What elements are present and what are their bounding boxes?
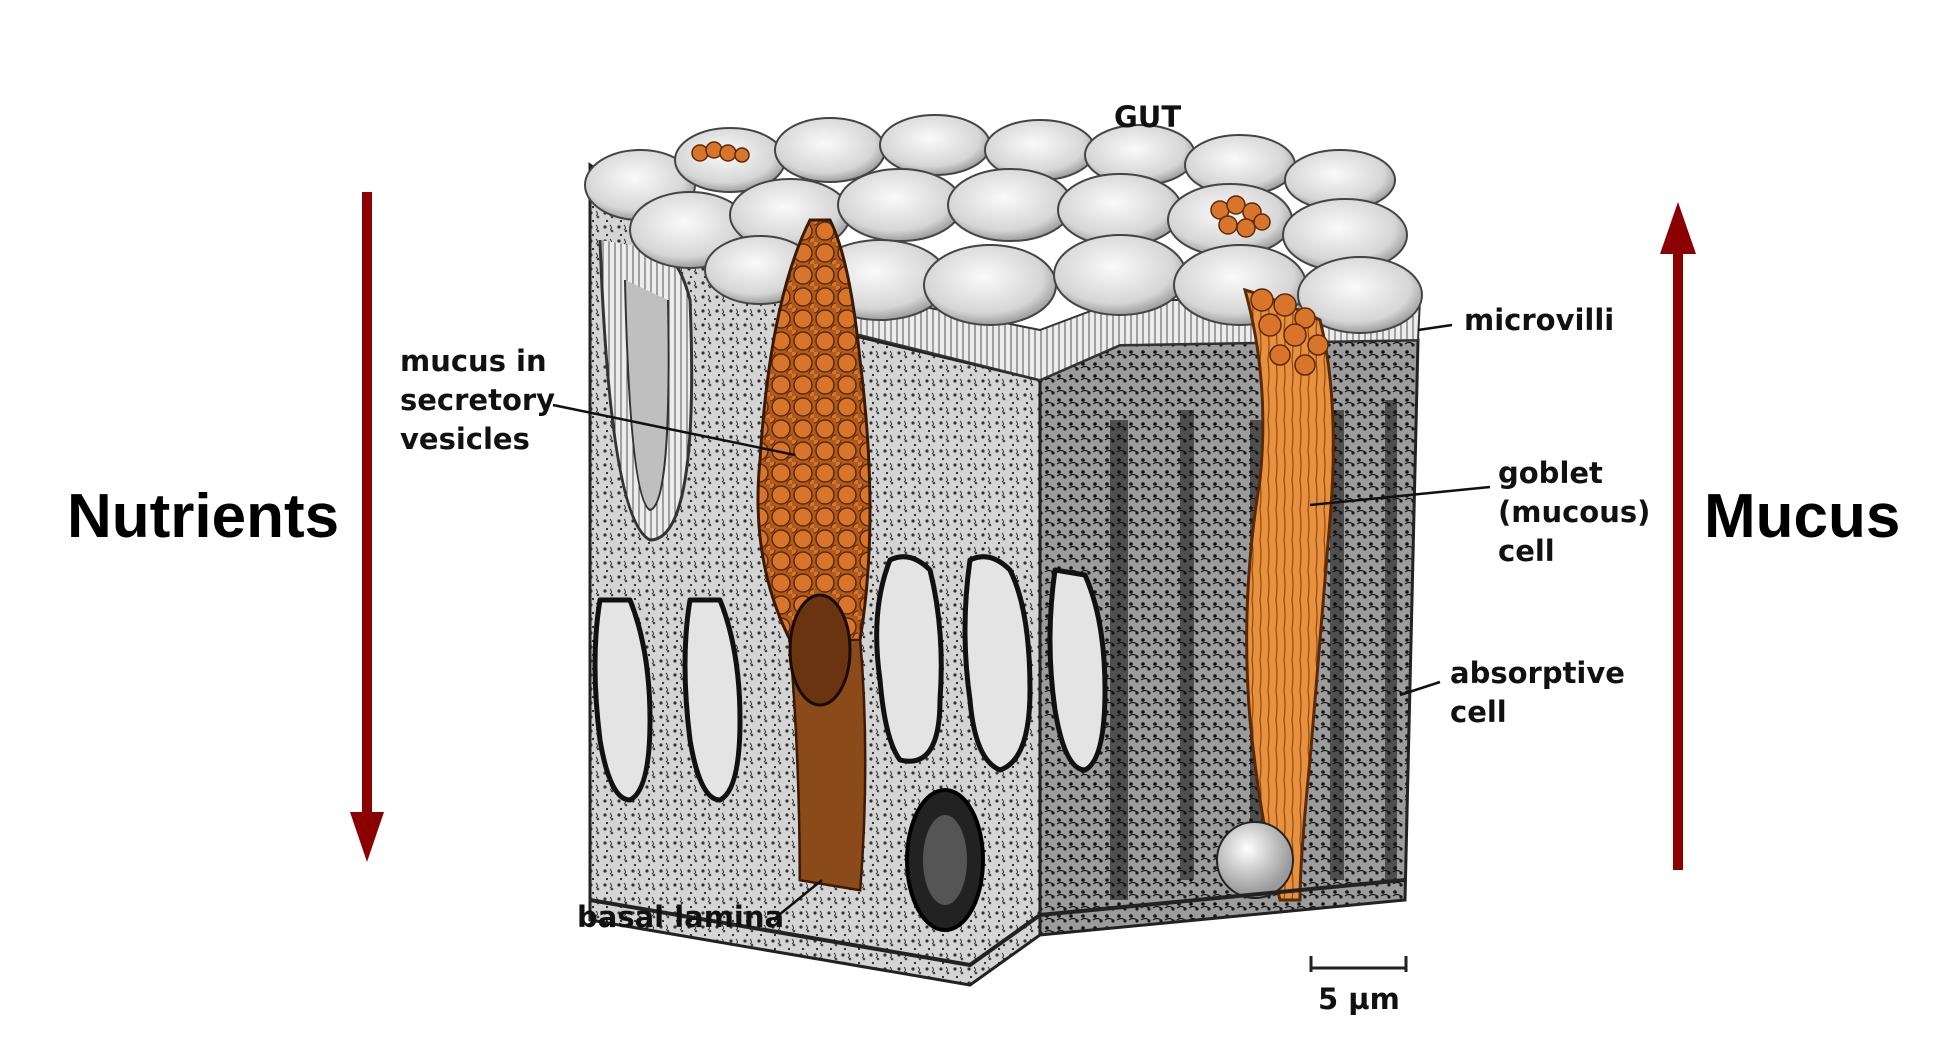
gut-label: GUT <box>1114 100 1182 134</box>
cell-apices <box>584 114 1423 334</box>
mucus-vesicles-line-2: secretory <box>400 383 556 417</box>
goblet-line-1: goblet <box>1498 456 1603 490</box>
basal-lamina-label: basal lamina <box>577 900 785 934</box>
microvilli-label: microvilli <box>1464 303 1615 337</box>
mucus-vesicles-label: mucus in secretory vesicles <box>400 342 555 459</box>
goblet-line-2: (mucous) <box>1498 495 1651 529</box>
scale-bar-label: 5 µm <box>1318 982 1400 1016</box>
mucus-vesicles-line-1: mucus in <box>400 344 547 378</box>
goblet-line-3: cell <box>1498 534 1555 568</box>
scale-bar <box>1309 956 1408 972</box>
leader-lines <box>552 323 1491 920</box>
absorptive-line-1: absorptive <box>1450 656 1625 690</box>
goblet-cell-vesicles <box>756 218 872 892</box>
nutrients-arrow <box>350 192 384 862</box>
tissue-block <box>584 114 1423 987</box>
mucus-label: Mucus <box>1704 482 1901 551</box>
mucus-arrow <box>1660 202 1696 870</box>
nutrients-label: Nutrients <box>67 482 340 551</box>
absorptive-cell-label: absorptive cell <box>1450 654 1625 732</box>
goblet-cell-label: goblet (mucous) cell <box>1498 454 1650 571</box>
absorptive-line-2: cell <box>1450 695 1507 729</box>
mucus-vesicles-line-3: vesicles <box>400 422 530 456</box>
goblet-cell-right <box>1216 287 1335 902</box>
